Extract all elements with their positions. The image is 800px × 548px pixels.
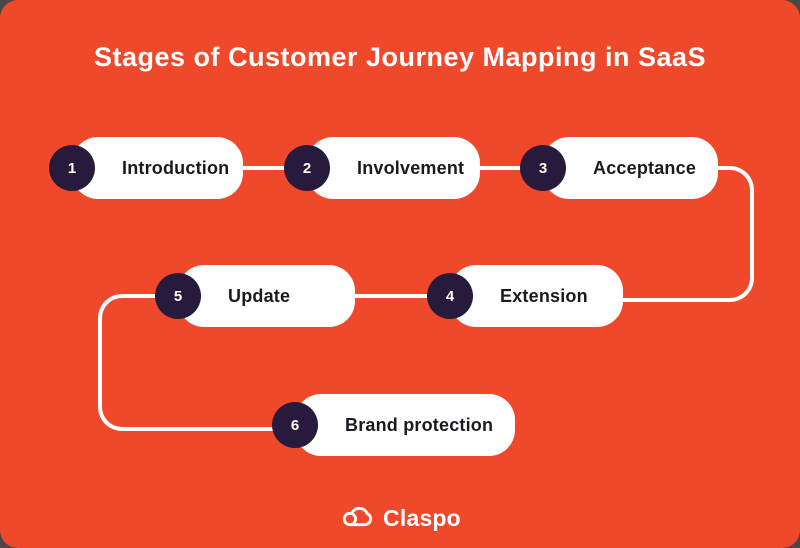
connector-update-brand-protection-bottom	[98, 356, 278, 431]
claspo-wordmark: Claspo	[383, 505, 461, 531]
stage-label: Involvement	[357, 157, 465, 178]
connector-acceptance-extension-top	[718, 166, 754, 254]
stage-pill-acceptance: 3 Acceptance	[520, 137, 718, 199]
stage-number-badge: 1	[49, 145, 95, 191]
stage-pill-extension: 4 Extension	[427, 265, 623, 327]
stage-pill-update: 5 Update	[155, 265, 355, 327]
stage-pill-introduction: 1 Introduction	[49, 137, 243, 199]
connector-acceptance-extension-bottom	[621, 232, 754, 302]
stage-number-badge: 4	[427, 273, 473, 319]
stage-pill-brand-protection: 6 Brand protection	[272, 394, 515, 456]
stage-label: Acceptance	[593, 157, 697, 178]
connector-introduction-involvement	[241, 166, 287, 170]
cloud-icon	[342, 507, 373, 527]
claspo-logo: Claspo	[0, 505, 800, 532]
stage-number-badge: 3	[520, 145, 566, 191]
stage-label: Brand protection	[345, 414, 494, 435]
connector-involvement-acceptance	[478, 166, 524, 170]
stage-label: Introduction	[122, 157, 230, 178]
stage-pill-involvement: 2 Involvement	[284, 137, 480, 199]
stage-number-badge: 2	[284, 145, 330, 191]
stage-number-badge: 6	[272, 402, 318, 448]
connector-update-brand-protection-top	[98, 294, 162, 378]
page-title: Stages of Customer Journey Mapping in Sa…	[93, 42, 707, 72]
stage-label: Update	[228, 285, 291, 306]
stage-label: Extension	[500, 285, 588, 306]
connector-update-extension	[353, 294, 429, 298]
stage-number-badge: 5	[155, 273, 201, 319]
